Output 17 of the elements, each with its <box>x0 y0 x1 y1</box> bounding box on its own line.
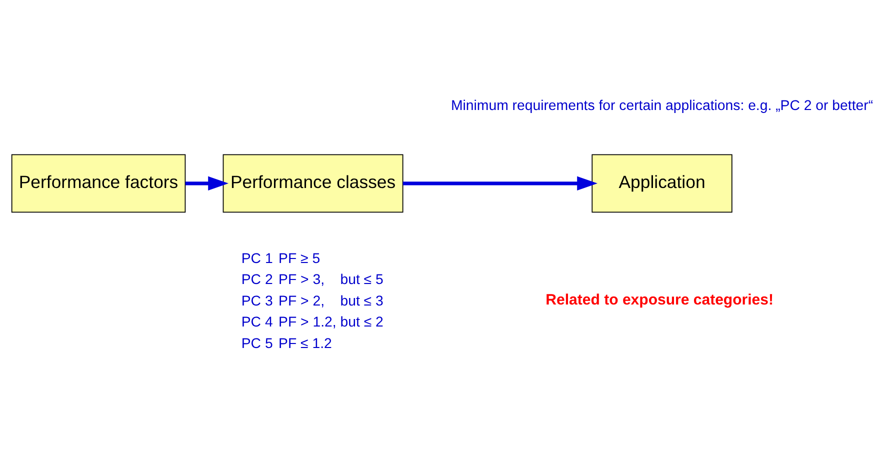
label: PF > 1.2, but ≤ 2 <box>278 314 384 330</box>
label: PC 5 <box>241 334 273 351</box>
node-box: Performance classes <box>222 154 404 213</box>
arrow <box>185 176 228 191</box>
label: PF ≤ 1.2 <box>278 334 332 351</box>
label: PF ≥ 5 <box>278 250 320 266</box>
label: PC 4 <box>241 314 273 330</box>
arrow <box>402 176 598 191</box>
node-box: Performance factors <box>11 154 186 213</box>
label: Related to exposure categories! <box>546 292 774 309</box>
label: Minimum requirements for certain applications: e.g. „PC 2 or better“ <box>451 96 874 113</box>
label: PC 2 <box>241 271 273 288</box>
label: PF > 3, but ≤ 5 <box>278 271 384 288</box>
label: PF > 2, but ≤ 3 <box>278 292 384 308</box>
label: PC 1 <box>241 250 273 266</box>
node-box: Application <box>592 154 732 213</box>
label: PC 3 <box>241 292 273 308</box>
